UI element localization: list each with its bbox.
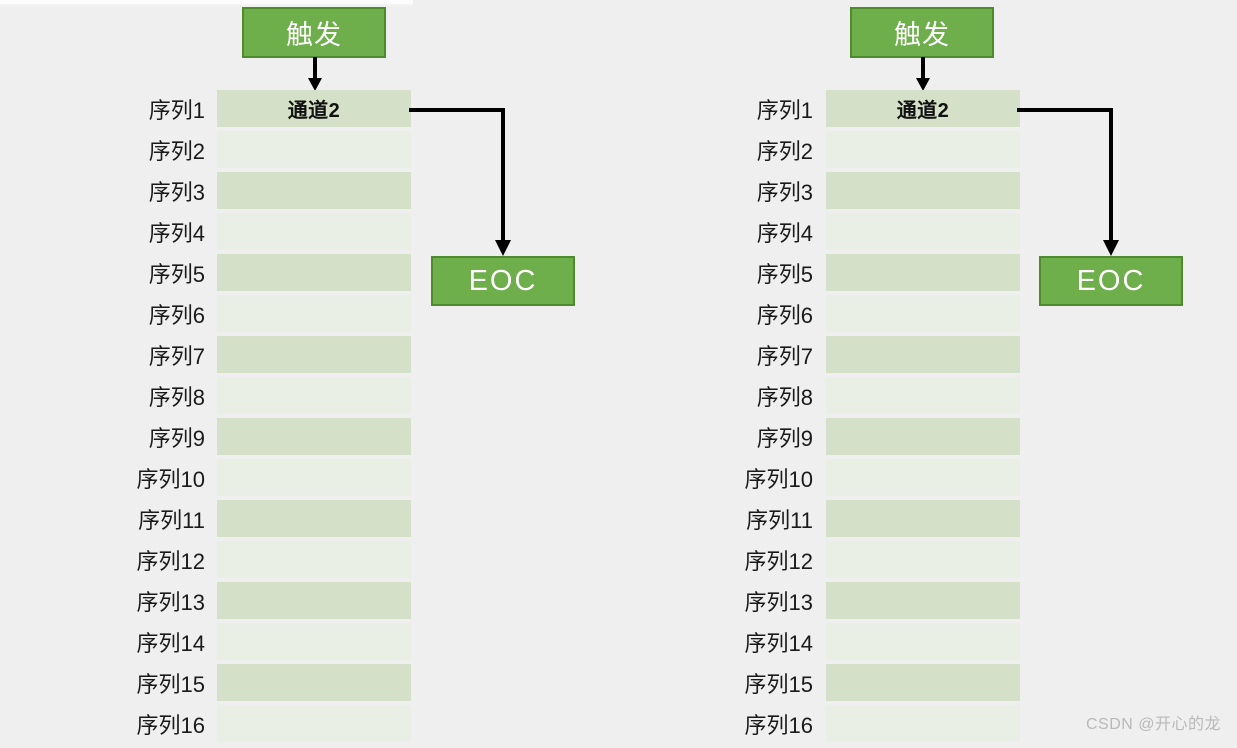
- sequence-row-left-4[interactable]: [217, 213, 411, 250]
- sequence-label-column-left: 序列1 序列2 序列3 序列4 序列5 序列6 序列7 序列8 序列9 序列10 序列11 序列12 序…: [85, 90, 205, 746]
- sequence-label-right-6: 序列6: [756, 302, 813, 328]
- sequence-label-left-5: 序列5: [148, 261, 205, 287]
- sequence-row-left-7[interactable]: [217, 336, 411, 373]
- sequence-row-left-13[interactable]: [217, 582, 411, 619]
- sequence-label-right-9: 序列9: [756, 425, 813, 451]
- trigger-to-channel-arrow-left: [308, 57, 322, 91]
- sequence-row-right-4[interactable]: [826, 213, 1020, 250]
- sequence-row-left-12[interactable]: [217, 541, 411, 578]
- sequence-label-right-15: 序列15: [744, 671, 813, 697]
- sequence-label-left-4: 序列4: [148, 220, 205, 246]
- sequence-label-left-3: 序列3: [148, 179, 205, 205]
- sequence-row-right-5[interactable]: [826, 254, 1020, 291]
- sequence-row-left-2[interactable]: [217, 131, 411, 168]
- sequence-label-left-2: 序列2: [148, 138, 205, 164]
- sequence-row-left-15[interactable]: [217, 664, 411, 701]
- sequence-table-left: 通道2: [217, 90, 411, 746]
- sequence-row-left-1[interactable]: 通道2: [217, 90, 411, 127]
- sequence-label-right-13: 序列13: [744, 589, 813, 615]
- sequence-label-left-16: 序列16: [136, 712, 205, 738]
- channel-cell-label-left: 通道2: [287, 100, 341, 122]
- sequence-label-left-8: 序列8: [148, 384, 205, 410]
- sequence-row-left-11[interactable]: [217, 500, 411, 537]
- channel-to-eoc-arrow-left: [409, 108, 511, 256]
- sequence-row-right-7[interactable]: [826, 336, 1020, 373]
- channel-to-eoc-arrow-right: [1017, 108, 1119, 256]
- sequence-row-right-2[interactable]: [826, 131, 1020, 168]
- sequence-row-right-12[interactable]: [826, 541, 1020, 578]
- trigger-to-channel-arrow-right: [916, 57, 930, 91]
- sequence-row-right-15[interactable]: [826, 664, 1020, 701]
- sequence-row-left-9[interactable]: [217, 418, 411, 455]
- sequence-row-right-8[interactable]: [826, 377, 1020, 414]
- sequence-label-left-13: 序列13: [136, 589, 205, 615]
- sequence-label-right-7: 序列7: [756, 343, 813, 369]
- sequence-label-right-10: 序列10: [744, 466, 813, 492]
- sequence-label-left-7: 序列7: [148, 343, 205, 369]
- trigger-box-left[interactable]: 触发: [242, 7, 386, 58]
- sequence-row-left-16[interactable]: [217, 705, 411, 742]
- sequence-label-left-15: 序列15: [136, 671, 205, 697]
- sequence-table-right: 通道2: [826, 90, 1020, 746]
- sequence-label-left-10: 序列10: [136, 466, 205, 492]
- sequence-label-right-8: 序列8: [756, 384, 813, 410]
- sequence-label-right-16: 序列16: [744, 712, 813, 738]
- sequence-label-left-12: 序列12: [136, 548, 205, 574]
- sequence-row-left-6[interactable]: [217, 295, 411, 332]
- sequence-row-left-14[interactable]: [217, 623, 411, 660]
- sequence-row-right-3[interactable]: [826, 172, 1020, 209]
- sequence-row-right-6[interactable]: [826, 295, 1020, 332]
- sequence-row-right-13[interactable]: [826, 582, 1020, 619]
- sequence-row-right-14[interactable]: [826, 623, 1020, 660]
- sequence-row-left-10[interactable]: [217, 459, 411, 496]
- sequence-label-left-6: 序列6: [148, 302, 205, 328]
- eoc-box-right[interactable]: EOC: [1039, 256, 1183, 306]
- sequence-row-right-1[interactable]: 通道2: [826, 90, 1020, 127]
- trigger-box-right[interactable]: 触发: [850, 7, 994, 58]
- eoc-box-left[interactable]: EOC: [431, 256, 575, 306]
- sequence-label-right-5: 序列5: [756, 261, 813, 287]
- sequence-row-right-9[interactable]: [826, 418, 1020, 455]
- sequence-label-right-12: 序列12: [744, 548, 813, 574]
- sequence-row-left-3[interactable]: [217, 172, 411, 209]
- sequence-label-left-1: 序列1: [148, 97, 205, 123]
- sequence-label-right-11: 序列11: [746, 507, 813, 533]
- sequence-label-column-right: 序列1 序列2 序列3 序列4 序列5 序列6 序列7 序列8 序列9 序列10 序列11 序列12 序…: [693, 90, 813, 746]
- sequence-label-right-14: 序列14: [744, 630, 813, 656]
- sequence-label-left-11: 序列11: [138, 507, 205, 533]
- sequence-label-left-14: 序列14: [136, 630, 205, 656]
- channel-cell-label-right: 通道2: [896, 100, 950, 122]
- csdn-watermark: CSDN @开心的龙: [1085, 716, 1221, 733]
- sequence-row-right-10[interactable]: [826, 459, 1020, 496]
- sequence-label-right-4: 序列4: [756, 220, 813, 246]
- sequence-label-right-1: 序列1: [756, 97, 813, 123]
- sequence-row-right-11[interactable]: [826, 500, 1020, 537]
- top-edge-strip-shadow: [0, 4, 413, 6]
- sequence-label-right-3: 序列3: [756, 179, 813, 205]
- sequence-row-left-5[interactable]: [217, 254, 411, 291]
- sequence-row-left-8[interactable]: [217, 377, 411, 414]
- sequence-row-right-16[interactable]: [826, 705, 1020, 742]
- sequence-label-right-2: 序列2: [756, 138, 813, 164]
- sequence-label-left-9: 序列9: [148, 425, 205, 451]
- top-edge-strip: [0, 0, 413, 4]
